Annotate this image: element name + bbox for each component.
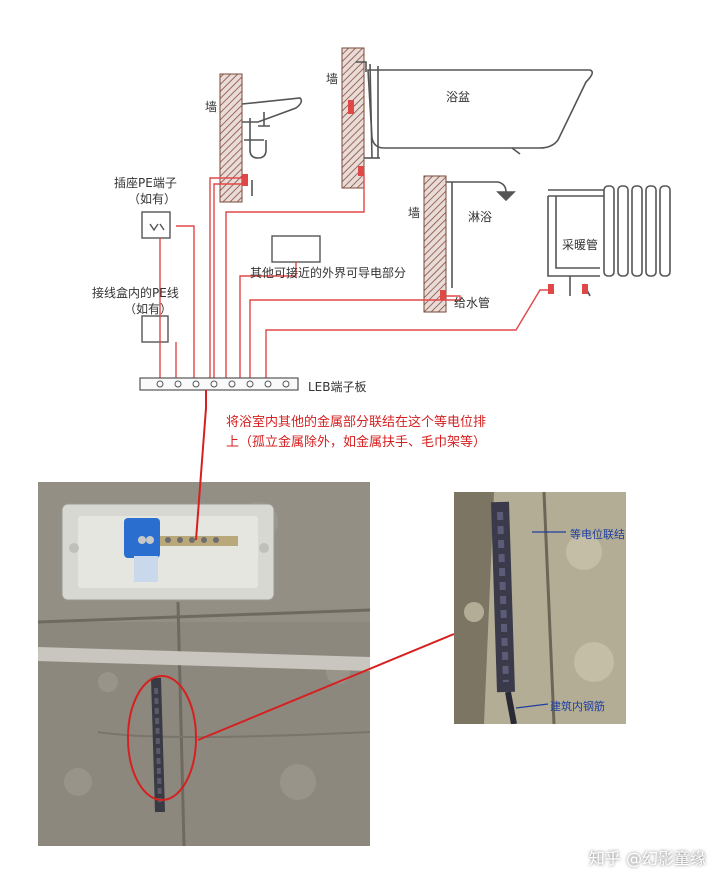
clamp-markers <box>242 100 588 300</box>
label-equipotential: 等电位联结 <box>570 528 625 541</box>
other-conductive-box <box>271 235 321 263</box>
label-wall-bathtub: 墙 <box>326 72 339 86</box>
annotation-text: 将浴室内其他的金属部分联结在这个等电位排上（孤立金属除外，如金属扶手、毛巾架等） <box>226 415 487 450</box>
label-heating-pipe: 采暖管 <box>562 238 599 252</box>
wall-bathtub <box>341 47 365 189</box>
label-wall-sink: 墙 <box>205 100 218 114</box>
sink-icon <box>241 97 303 196</box>
label-leb: LEB端子板 <box>308 380 367 394</box>
label-bathtub: 浴盆 <box>446 90 471 104</box>
junction-box-icon <box>141 315 169 343</box>
wall-sink <box>219 73 243 203</box>
label-shower: 淋浴 <box>468 210 493 224</box>
watermark: 知乎 @幻影童缘 <box>588 849 706 868</box>
photo-inset-drawing <box>454 492 626 724</box>
label-wall-shower: 墙 <box>408 206 421 220</box>
label-rebar: 建筑内钢筋 <box>550 700 605 713</box>
photo-inset-closeup <box>454 492 626 724</box>
inset-pointers <box>515 531 566 709</box>
label-junction-pe-note: （如有） <box>124 302 173 316</box>
socket-icon <box>141 211 171 239</box>
wall-shower <box>423 175 447 313</box>
bonding-wires <box>159 174 552 378</box>
label-other-conductive: 其他可接近的外界可导电部分 <box>250 266 407 280</box>
photo-main-drawing <box>38 482 370 846</box>
label-water-pipe: 给水管 <box>454 296 491 310</box>
label-junction-pe: 接线盒内的PE线 <box>92 286 179 300</box>
leb-terminals <box>156 380 290 388</box>
bathtub-icon <box>356 61 594 159</box>
leb-terminal-board <box>139 377 299 391</box>
label-socket-pe: 插座PE端子 <box>114 176 177 190</box>
label-socket-pe-note: （如有） <box>128 192 177 206</box>
bonding-diagram <box>139 47 671 410</box>
shower-icon <box>446 181 516 288</box>
photo-bathroom-wall <box>38 482 370 846</box>
